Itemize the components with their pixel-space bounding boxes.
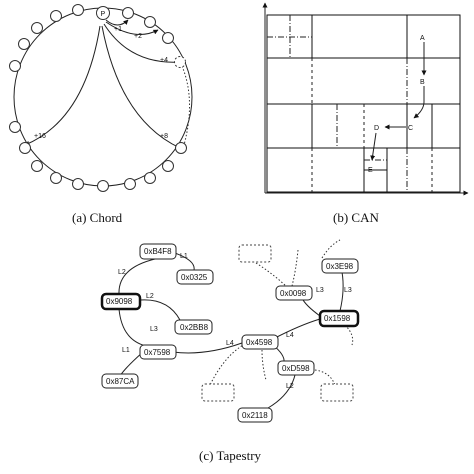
chord-node <box>174 56 186 68</box>
chord-node <box>175 142 187 154</box>
tapestry-edge <box>272 318 321 340</box>
tapestry-dotted-edge <box>321 239 341 259</box>
tapestry-node <box>318 309 360 328</box>
tapestry-edge <box>118 258 156 295</box>
can-diagram: A B C D E (b) CAN <box>262 2 469 225</box>
can-point: C <box>408 125 413 132</box>
chord-finger-label: +2 <box>134 33 142 40</box>
tapestry-node-label: 0x0325 <box>181 273 208 282</box>
chord-finger-arc-1 <box>105 19 129 26</box>
chord-caption: (a) Chord <box>72 210 123 225</box>
chord-node <box>124 178 136 190</box>
chord-node <box>144 172 156 184</box>
tapestry-dotted-edge <box>261 349 267 381</box>
can-point: A <box>420 35 425 42</box>
chord-node <box>31 22 43 34</box>
tapestry-unnamed-node <box>201 383 235 402</box>
tapestry-edge <box>267 374 296 409</box>
tapestry-node-label: 0xD598 <box>282 364 310 373</box>
tapestry-dotted-edge <box>291 249 299 287</box>
chord-finger-arc-16 <box>24 25 101 146</box>
chord-node <box>72 178 84 190</box>
chord-finger-label: +1 <box>114 26 122 33</box>
chord-nodes <box>9 4 187 192</box>
tapestry-dotted-edge <box>344 324 354 346</box>
tapestry-node-label: 0x0098 <box>280 289 307 298</box>
tapestry-level-label: L1 <box>180 253 188 260</box>
tapestry-edge <box>118 308 147 347</box>
chord-start-label: P <box>101 11 106 18</box>
tapestry-node-label: 0x9098 <box>106 297 133 306</box>
tapestry-diagram: 0xB4F8 0x0325 0x9098 0x2BB8 0x7598 0x87C… <box>100 239 360 463</box>
tapestry-level-label: L3 <box>344 287 352 294</box>
tapestry-node <box>176 269 214 285</box>
tapestry-edge <box>339 271 344 312</box>
tapestry-node <box>174 319 213 335</box>
tapestry-edge <box>139 299 181 321</box>
chord-finger-arc-4 <box>103 23 181 65</box>
tapestry-node <box>241 334 279 350</box>
chord-node <box>19 142 31 154</box>
can-point: E <box>368 167 373 174</box>
can-route <box>413 86 425 119</box>
chord-node <box>18 38 30 50</box>
tapestry-node-label: 0x7598 <box>144 348 171 357</box>
chord-finger-label: +4 <box>160 57 168 64</box>
chord-node <box>9 121 21 133</box>
can-point: D <box>374 125 379 132</box>
tapestry-unnamed-node <box>238 244 272 263</box>
tapestry-node <box>321 258 359 274</box>
chord-node <box>97 180 109 192</box>
tapestry-node-label: 0xB4F8 <box>144 247 172 256</box>
tapestry-level-label: L1 <box>122 347 130 354</box>
tapestry-edge <box>172 342 243 354</box>
tapestry-node <box>139 344 177 360</box>
chord-finger-label: +16 <box>34 133 46 140</box>
can-caption: (b) CAN <box>333 210 379 225</box>
chord-diagram: P +1 +2 +4 +8 +16 (a) Chord <box>9 4 193 225</box>
tapestry-level-label: L3 <box>316 287 324 294</box>
chord-finger-label: +8 <box>160 133 168 140</box>
chord-node <box>122 7 134 19</box>
tapestry-node <box>100 292 142 311</box>
tapestry-level-label: L4 <box>226 340 234 347</box>
tapestry-edge <box>301 297 321 317</box>
tapestry-node-label: 0x2118 <box>242 411 268 420</box>
chord-node <box>50 172 62 184</box>
chord-node <box>72 4 84 16</box>
tapestry-node-label: 0x87CA <box>106 377 135 386</box>
tapestry-caption: (c) Tapestry <box>199 448 262 463</box>
tapestry-node <box>277 360 315 376</box>
tapestry-level-label: L3 <box>150 326 158 333</box>
chord-node <box>144 16 156 28</box>
chord-node <box>9 60 21 72</box>
chord-node <box>31 160 43 172</box>
can-route <box>370 132 377 161</box>
tapestry-node <box>275 285 313 301</box>
tapestry-level-label: L4 <box>286 332 294 339</box>
tapestry-level-label: L2 <box>118 269 126 276</box>
chord-finger-arc-8 <box>101 25 181 149</box>
chord-dotted-lookup <box>181 65 190 146</box>
tapestry-unnamed-node <box>320 383 354 402</box>
chord-node <box>162 32 174 44</box>
can-point: B <box>420 79 425 86</box>
chord-finger-arc-2 <box>105 21 159 35</box>
chord-start-node <box>96 6 110 20</box>
tapestry-level-label: L2 <box>286 383 294 390</box>
tapestry-node <box>237 407 273 423</box>
tapestry-node-label: 0x3E98 <box>326 262 354 271</box>
tapestry-node <box>101 373 139 389</box>
tapestry-dotted-edge <box>314 369 336 386</box>
tapestry-node-label: 0x4598 <box>246 338 273 347</box>
chord-node <box>162 160 174 172</box>
chord-node <box>50 10 62 22</box>
tapestry-node-label: 0x2BB8 <box>180 323 209 332</box>
tapestry-node <box>139 243 177 260</box>
tapestry-level-label: L2 <box>146 293 154 300</box>
tapestry-node-label: 0x1598 <box>324 314 351 323</box>
